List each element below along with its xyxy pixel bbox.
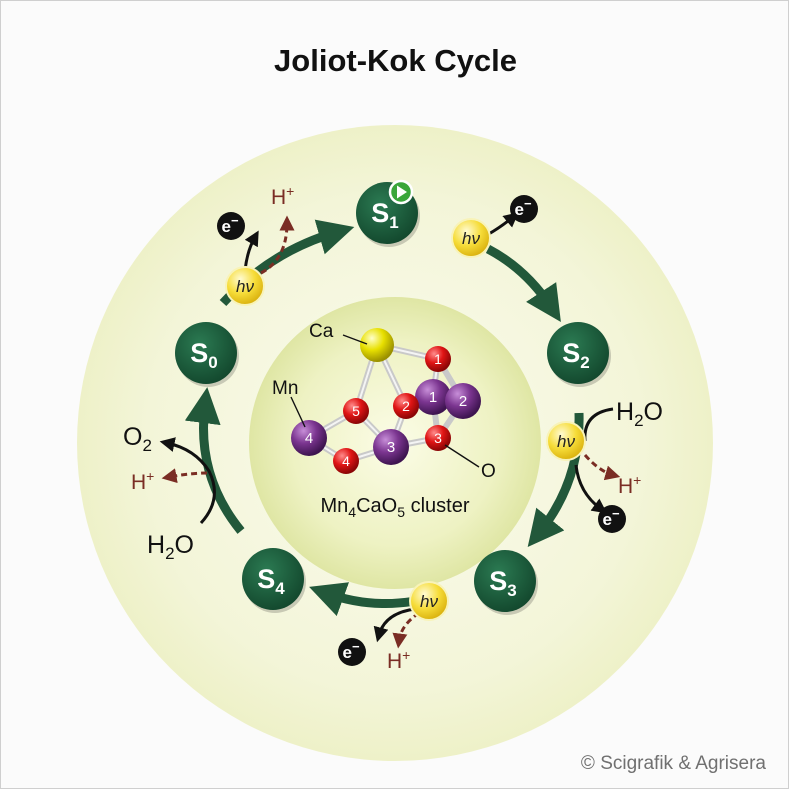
atom-number: 1 bbox=[429, 389, 437, 406]
start-marker bbox=[388, 179, 414, 205]
electron-dot bbox=[217, 212, 245, 240]
photon-label: hν bbox=[236, 277, 254, 296]
electron: e− bbox=[217, 212, 245, 240]
atom-number: 4 bbox=[342, 453, 350, 469]
photon-sphere bbox=[546, 421, 586, 461]
atom-number: 4 bbox=[305, 430, 313, 447]
proton-label: H+ bbox=[387, 647, 410, 673]
mn4cao5-cluster: 1 1 2 2 5 4 4 3 3 Ca Mn O Mn4CaO5 cluster bbox=[272, 321, 496, 520]
water-label: H2O bbox=[147, 531, 194, 563]
state-circle bbox=[474, 550, 536, 612]
electron-release-arrow bbox=[574, 464, 608, 514]
electron-label: e− bbox=[602, 506, 619, 529]
atom-sphere bbox=[425, 346, 451, 372]
oxygen-atom: 1 bbox=[425, 346, 451, 372]
atom-sphere bbox=[343, 398, 369, 424]
atom-number: 3 bbox=[434, 430, 442, 446]
atom-sphere bbox=[445, 383, 481, 419]
electron-dot bbox=[338, 638, 366, 666]
oxygen-label: O bbox=[481, 461, 496, 482]
photon: hν bbox=[409, 581, 449, 621]
proton-release-arrow bbox=[161, 468, 208, 484]
proton-label: H+ bbox=[618, 472, 641, 498]
calcium-label: Ca bbox=[309, 321, 334, 342]
state-label: S0 bbox=[190, 338, 217, 372]
state-circle bbox=[175, 322, 237, 384]
proton-release-arrow bbox=[583, 454, 621, 481]
atom-number: 1 bbox=[434, 351, 442, 367]
atom-sphere bbox=[425, 425, 451, 451]
photon: hν bbox=[546, 421, 586, 461]
proton-label: H+ bbox=[131, 468, 154, 494]
state-label: S1 bbox=[371, 198, 398, 232]
manganese-atom: 4 bbox=[291, 420, 327, 456]
electron-label: e− bbox=[514, 196, 531, 219]
proton-release-arrow bbox=[260, 215, 295, 275]
atom-sphere bbox=[373, 429, 409, 465]
electron: e− bbox=[598, 505, 626, 533]
oxygen-product-label: O2 bbox=[123, 423, 152, 455]
water-label: H2O bbox=[616, 398, 663, 430]
state-s2: S2 bbox=[547, 322, 611, 387]
state-label: S3 bbox=[489, 566, 516, 600]
oxygen-pointer bbox=[444, 444, 480, 468]
photon-sphere bbox=[409, 581, 449, 621]
electron-dot bbox=[510, 195, 538, 223]
photon-label: hν bbox=[462, 229, 480, 248]
manganese-atom: 2 bbox=[445, 383, 481, 419]
atom-sphere bbox=[415, 379, 451, 415]
atom-number: 3 bbox=[387, 439, 395, 456]
atom-sphere bbox=[333, 448, 359, 474]
state-s4: S4 bbox=[242, 548, 306, 613]
cycle-arrow-s1-s2 bbox=[485, 245, 561, 323]
calcium-atom bbox=[360, 328, 394, 362]
atom-number: 2 bbox=[459, 393, 467, 410]
state-circle bbox=[547, 322, 609, 384]
electron-label: e− bbox=[221, 213, 238, 236]
state-circle bbox=[242, 548, 304, 610]
state-label: S2 bbox=[562, 338, 589, 372]
electron-label: e− bbox=[342, 639, 359, 662]
oxygen-release-arrow bbox=[159, 437, 216, 525]
state-s0: S0 bbox=[175, 322, 239, 387]
photon: hν bbox=[225, 266, 265, 306]
atom-sphere bbox=[393, 393, 419, 419]
photon: hν bbox=[451, 218, 491, 258]
oxygen-atom: 2 bbox=[393, 393, 419, 419]
atom-sphere bbox=[291, 420, 327, 456]
electron: e− bbox=[510, 195, 538, 223]
atom-number: 2 bbox=[402, 398, 410, 414]
atom-number: 5 bbox=[352, 403, 360, 419]
electron: e− bbox=[338, 638, 366, 666]
photon-sphere bbox=[451, 218, 491, 258]
electron-dot bbox=[598, 505, 626, 533]
oxygen-atom: 4 bbox=[333, 448, 359, 474]
photon-label: hν bbox=[557, 432, 575, 451]
cluster-caption: Mn4CaO5 cluster bbox=[321, 495, 470, 520]
manganese-label: Mn bbox=[272, 378, 298, 399]
oxygen-atom: 5 bbox=[343, 398, 369, 424]
photon-sphere bbox=[225, 266, 265, 306]
photon-label: hν bbox=[420, 592, 438, 611]
calcium-pointer bbox=[342, 334, 368, 345]
proton-label: H+ bbox=[271, 183, 294, 209]
electron-release-arrow bbox=[373, 607, 416, 643]
oxygen-atom: 3 bbox=[425, 425, 451, 451]
copyright-notice: © Scigrafik & Agrisera bbox=[580, 753, 766, 774]
page-title: Joliot-Kok Cycle bbox=[274, 43, 517, 78]
play-icon-glyph bbox=[397, 185, 407, 199]
state-s3: S3 bbox=[474, 550, 538, 615]
manganese-atom: 1 bbox=[415, 379, 451, 415]
state-label: S4 bbox=[257, 564, 285, 598]
manganese-pointer bbox=[290, 396, 306, 428]
manganese-atom: 3 bbox=[373, 429, 409, 465]
